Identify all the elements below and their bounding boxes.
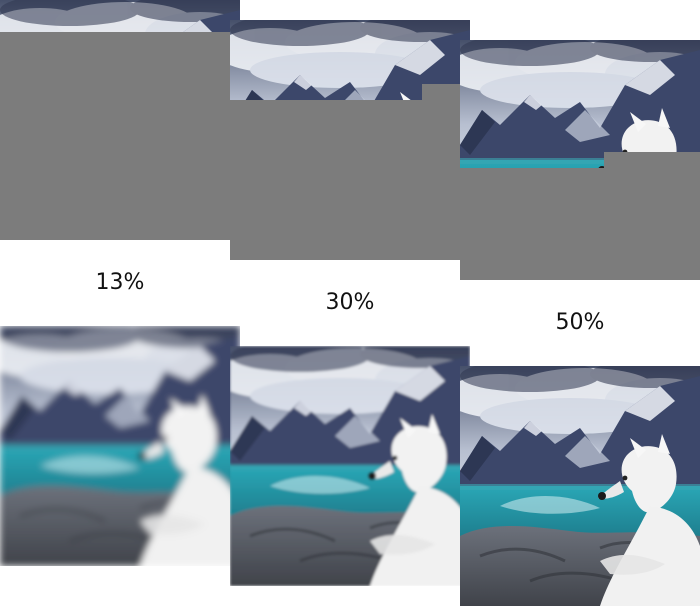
reconstruction-image [460, 366, 700, 606]
reconstruction-30 [230, 346, 470, 586]
percent-label-30: 30% [325, 290, 375, 315]
reconstruction-13 [0, 326, 240, 566]
gray-mask-region [460, 168, 700, 280]
reconstruction-image [230, 346, 470, 586]
pixelation-overlay [0, 326, 240, 566]
percent-label-13: 13% [95, 270, 145, 295]
gray-mask-region [0, 32, 240, 240]
gray-mask-region [230, 100, 470, 260]
masked-preview-50 [460, 40, 700, 280]
masked-preview-30 [230, 20, 470, 260]
percent-label-50: 50% [555, 310, 605, 335]
reconstruction-50 [460, 366, 700, 606]
gray-mask-notch [604, 152, 700, 168]
gray-mask-notch [422, 84, 470, 100]
masked-preview-13 [0, 0, 240, 240]
